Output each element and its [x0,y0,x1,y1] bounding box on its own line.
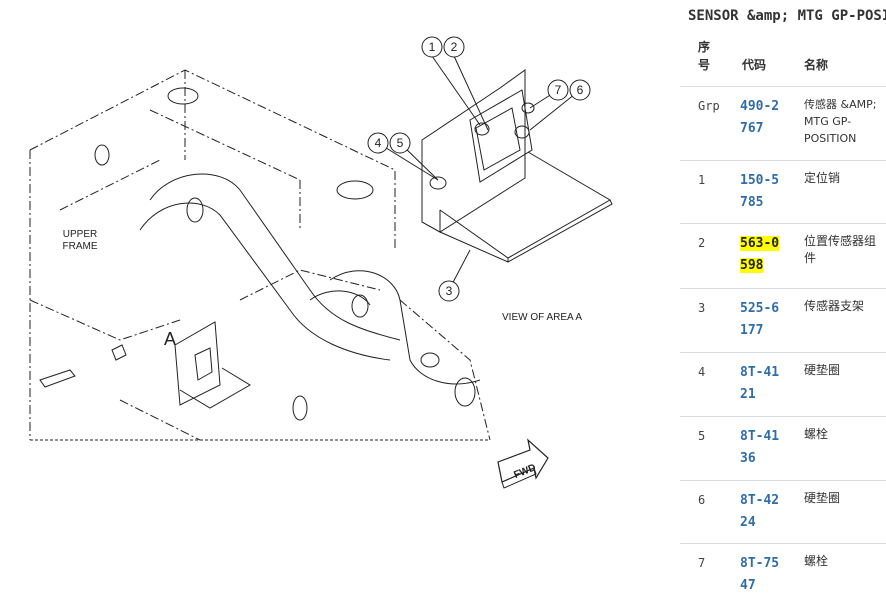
part-name: 螺栓 [804,427,829,441]
part-number-text: 150-5785 [740,173,780,210]
part-name: 硬垫圈 [804,363,841,377]
upper-frame-label-2: FRAME [63,241,98,252]
part-name: 传感器支架 [804,299,865,313]
callout-3-text: 3 [446,284,453,298]
part-number-link[interactable]: 8T-4224 [740,490,780,534]
part-number-text: 8T-4136 [740,429,780,466]
parts-diagram: 1 2 3 4 5 6 7 UPPER FRAME VIEW OF AREA A… [29,36,613,489]
part-number-text: 490-2767 [740,99,780,136]
part-number-link[interactable]: 490-2767 [740,96,780,140]
callout-4-text: 4 [375,136,382,150]
row-seq: 1 [698,173,706,187]
callout-bubbles [367,36,591,302]
row-seq: 5 [698,429,706,443]
upper-frame-label: UPPER [63,229,97,240]
part-name: 位置传感器组件 [804,234,877,265]
view-of-area-label: VIEW OF AREA A [502,312,582,323]
callout-leaders [377,55,581,291]
part-number-link[interactable]: 563-0598 [740,233,780,277]
callout-5 [389,132,411,154]
callout-7 [547,79,569,101]
callout-6 [569,79,591,101]
area-marker-label: A [164,329,176,349]
callout-1 [421,36,443,58]
table-row: 6 8T-4224 硬垫圈 [680,480,886,544]
part-number-text: 563-0598 [740,236,780,273]
part-number-link[interactable]: 8T-7547 [740,553,780,596]
frame-bushing [111,344,127,361]
row-seq: 3 [698,301,706,315]
table-row: 5 8T-4136 螺栓 [680,416,886,481]
part-number-text: 8T-7547 [740,556,780,593]
part-name: 硬垫圈 [804,491,841,505]
panel-title: SENSOR &amp; MTG GP-POSITION [688,8,886,24]
part-name: 螺栓 [804,554,829,568]
table-row: 1 150-5785 定位销 [680,160,886,224]
table-row: 3 525-6177 传感器支架 [680,288,886,353]
sensor-bracket-detail [421,69,613,263]
callout-3 [438,280,460,302]
header-seq: 序号 [698,40,711,72]
callout-4 [367,132,389,154]
callout-6-text: 6 [577,83,584,97]
part-number-link[interactable]: 8T-4136 [740,426,780,470]
callout-2-text: 2 [451,40,458,54]
sensor-in-frame [174,321,251,409]
parts-list-panel: SENSOR &amp; MTG GP-POSITION 序号 代码 名称 Gr… [680,0,886,596]
upper-frame-outline [29,69,491,441]
part-number-text: 8T-4121 [740,365,780,402]
callout-1-text: 1 [429,40,436,54]
exploded-view-illustration: 1 2 3 4 5 6 7 UPPER FRAME VIEW OF AREA A… [29,36,613,489]
row-seq: 2 [698,236,706,250]
table-row: Grp 490-2767 传感器 &AMP; MTG GP-POSITION [680,86,886,161]
frame-arm [139,173,481,385]
frame-block [39,369,76,388]
frame-holes [94,87,476,421]
table-row: 4 8T-4121 硬垫圈 [680,352,886,417]
row-seq: Grp [698,99,720,113]
table-row: 2 563-0598 位置传感器组件 [680,223,886,289]
header-code: 代码 [742,58,767,72]
part-name: 传感器 &AMP; MTG GP-POSITION [804,98,877,145]
part-name: 定位销 [804,171,841,185]
forward-arrow-icon: FWD [497,438,549,489]
callout-5-text: 5 [397,136,404,150]
row-seq: 4 [698,365,706,379]
table-row: 7 8T-7547 螺栓 [680,543,886,596]
part-number-link[interactable]: 150-5785 [740,170,780,214]
row-seq: 7 [698,556,706,570]
part-number-text: 525-6177 [740,301,780,338]
row-seq: 6 [698,493,706,507]
part-number-link[interactable]: 8T-4121 [740,362,780,406]
part-number-text: 8T-4224 [740,493,780,530]
callout-7-text: 7 [555,83,562,97]
part-number-link[interactable]: 525-6177 [740,298,780,342]
header-name: 名称 [804,58,829,72]
callout-2 [443,36,465,58]
